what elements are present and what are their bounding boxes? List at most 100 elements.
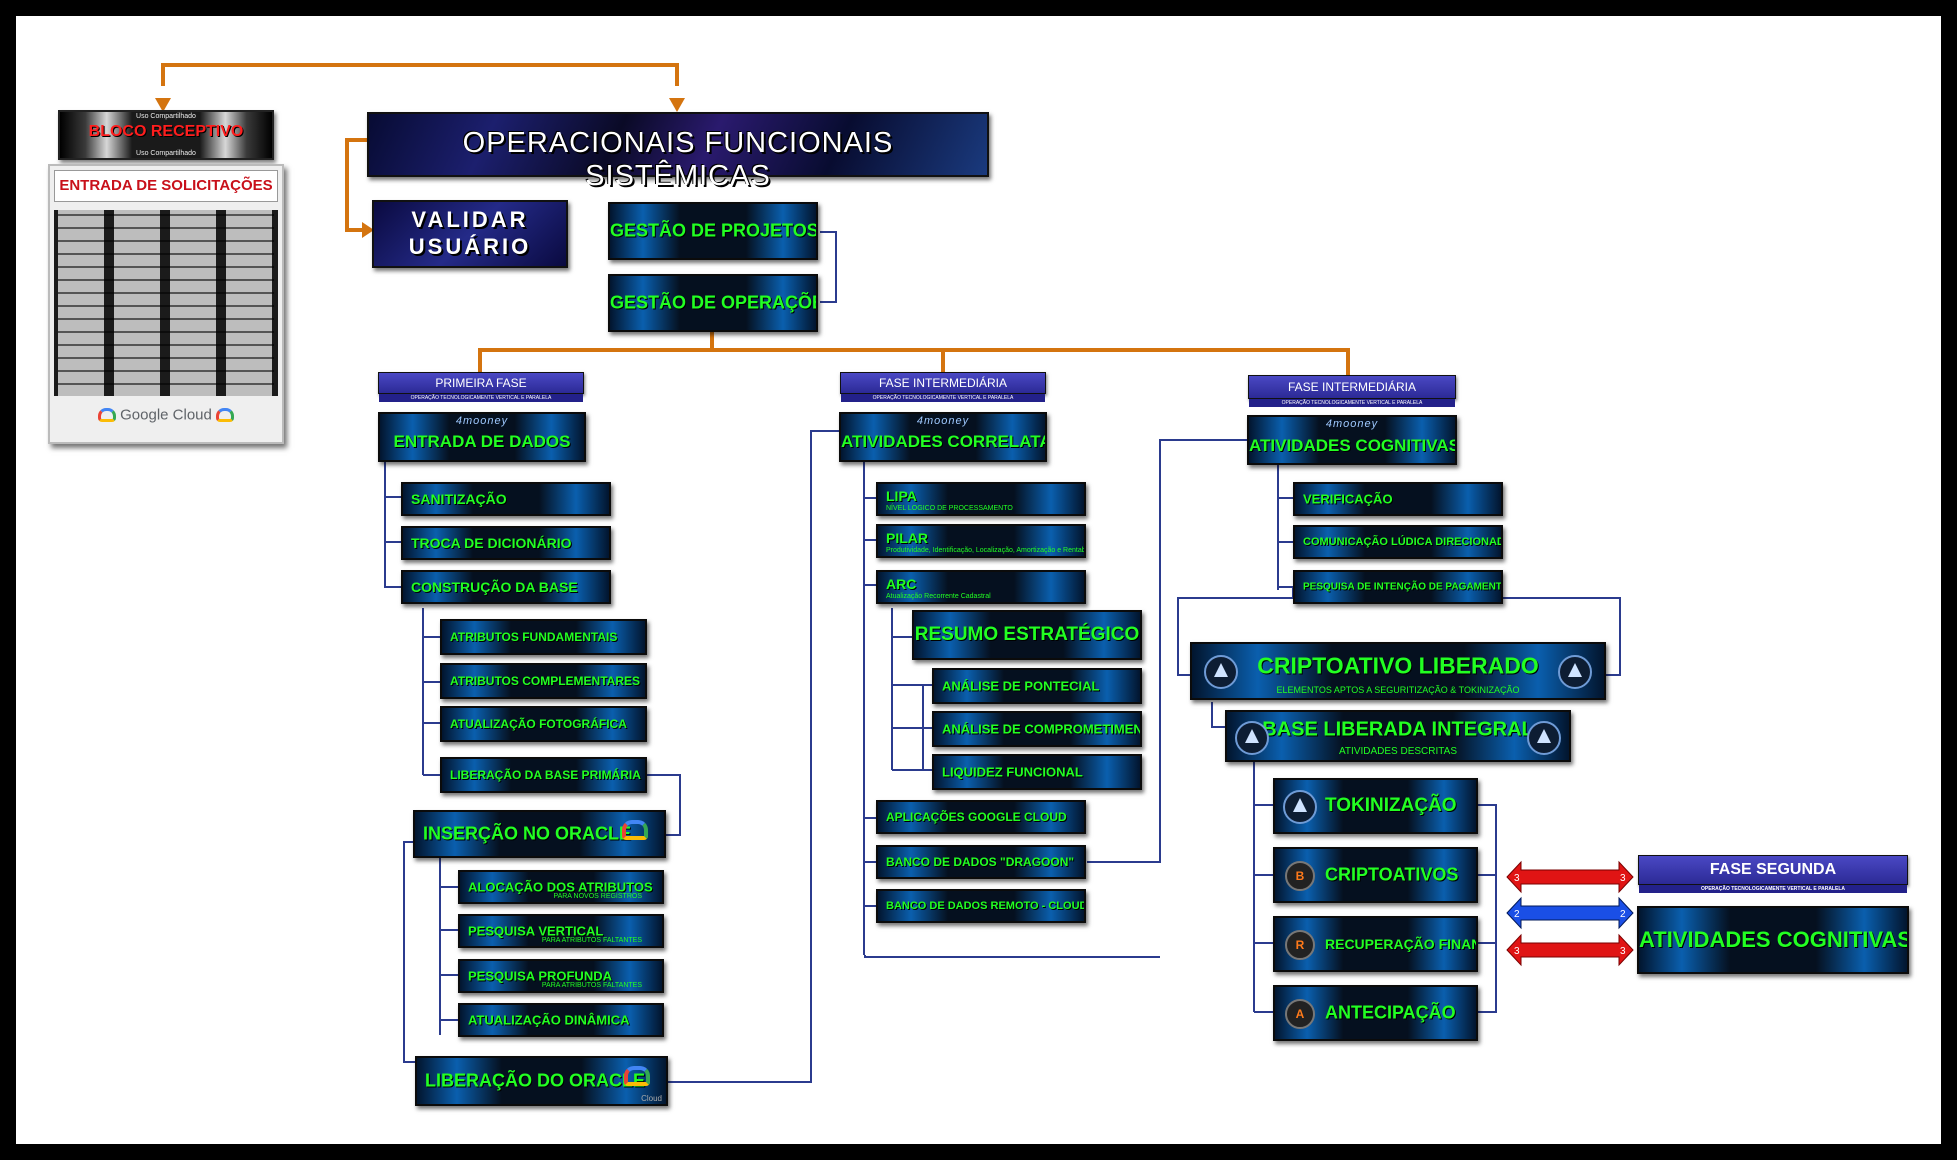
- col1-item-1: SANITIZAÇÃO: [401, 482, 611, 516]
- col3-head-label: ATIVIDADES COGNITIVAS: [1249, 435, 1457, 455]
- final-item-2: CRIPTOATIVOS B: [1273, 847, 1478, 903]
- oracle-cloud-icon: [622, 820, 648, 840]
- oracle-item-4: ATUALIZAÇÃO DINÂMICA: [458, 1003, 664, 1037]
- resumo-item-1-label: ANÁLISE DE PONTECIAL: [942, 678, 1100, 694]
- resumo-item-3: LIQUIDEZ FUNCIONAL: [932, 754, 1142, 790]
- arrow-number-2b: 2: [1620, 909, 1626, 920]
- col2-item-2-label: PILAR: [886, 530, 928, 546]
- col4-phase-header: FASE SEGUNDA OPERAÇÃO TECNOLOGICAMENTE V…: [1638, 855, 1908, 893]
- coin-r-icon: R: [1285, 930, 1315, 960]
- oracle-release-node: LIBERAÇÃO DO ORACLE Cloud: [415, 1056, 668, 1106]
- col1-item-3: CONSTRUÇÃO DA BASE: [401, 570, 611, 604]
- col3-phase-sub: OPERAÇÃO TECNOLOGICAMENTE VERTICAL E PAR…: [1249, 399, 1455, 407]
- oracle-release-label: LIBERAÇÃO DO ORACLE: [425, 1070, 645, 1091]
- col3-phase-header: FASE INTERMEDIÁRIA OPERAÇÃO TECNOLOGICAM…: [1248, 375, 1456, 407]
- validar-line-2: USUÁRIO: [408, 234, 532, 259]
- resumo-estrategico-node: RESUMO ESTRATÉGICO: [912, 610, 1142, 660]
- col2-item-2: PILAR Produtividade, Identificação, Loca…: [876, 524, 1086, 558]
- col2-item-3-note: Atualização Recorrente Cadastral: [886, 593, 991, 600]
- col1-sub-1-label: ATRIBUTOS FUNDAMENTAIS: [450, 630, 618, 644]
- main-title-banner: OPERACIONAIS FUNCIONAIS SISTÊMICAS: [367, 112, 989, 192]
- arrow-number-1b: 3: [1620, 873, 1626, 884]
- main-title-text: OPERACIONAIS FUNCIONAIS SISTÊMICAS: [462, 127, 894, 192]
- col2-item-1-label: LIPA: [886, 488, 917, 504]
- google-cloud-icon: [97, 407, 116, 422]
- final-item-2-label: CRIPTOATIVOS: [1325, 864, 1459, 885]
- col1-brand: 4mooney: [455, 415, 509, 427]
- criptoativo-liberado-sub: ELEMENTOS APTOS A SEGURITIZAÇÃO & TOKINI…: [1276, 685, 1520, 695]
- oracle-item-2-label: PESQUISA VERTICAL: [468, 923, 604, 939]
- arrow-blue-middle: 2 2: [1506, 896, 1634, 930]
- col1-sub-4-label: LIBERAÇÃO DA BASE PRIMÁRIA: [450, 768, 641, 782]
- validar-usuario-block: VALIDAR USUÁRIO: [372, 200, 568, 268]
- resumo-item-2: ANÁLISE DE COMPROMETIMENTO: [932, 711, 1142, 747]
- ethereum-icon: [1558, 655, 1592, 689]
- col3-brand: 4mooney: [1325, 418, 1379, 430]
- gestao-bracket: [820, 231, 837, 303]
- col4-head-label: ATIVIDADES COGNITIVAS: [1639, 927, 1909, 952]
- orange-validar-connector: [345, 138, 367, 232]
- db-item-3: BANCO DE DADOS REMOTO - CLOUD ORACLE: [876, 889, 1086, 923]
- oracle-item-1-note: PARA NOVOS REGISTROS: [553, 893, 642, 900]
- oracle-release-cloud-icon: [624, 1066, 650, 1086]
- oracle-item-4-label: ATUALIZAÇÃO DINÂMICA: [468, 1012, 630, 1028]
- gestao-operacoes-node: GESTÃO DE OPERAÇÕES: [608, 274, 818, 332]
- db-item-1: APLICAÇÕES GOOGLE CLOUD: [876, 800, 1086, 834]
- col3-item-2-label: COMUNICAÇÃO LÚDICA DIRECIONADA: [1303, 536, 1503, 548]
- criptoativo-liberado-title: CRIPTOATIVO LIBERADO: [1257, 652, 1539, 679]
- db-item-2: BANCO DE DADOS "DRAGOON": [876, 845, 1086, 879]
- col2-item-3-label: ARC: [886, 576, 917, 592]
- ethereum-icon: [1235, 721, 1269, 755]
- col2-head-label: ATIVIDADES CORRELATAS: [841, 431, 1047, 451]
- resumo-item-2-label: ANÁLISE DE COMPROMETIMENTO: [942, 721, 1142, 737]
- final-item-1: TOKINIZAÇÃO: [1273, 778, 1478, 834]
- col2-phase-label: FASE INTERMEDIÁRIA: [878, 376, 1008, 390]
- col3-phase-label: FASE INTERMEDIÁRIA: [1287, 380, 1417, 394]
- bloco-receptivo-card: Uso Compartilhado BLOCO RECEPTIVO Uso Co…: [58, 110, 274, 160]
- entrada-solicitacoes-panel: ENTRADA DE SOLICITAÇÕES Google Cloud: [48, 164, 284, 444]
- col4-phase-label: FASE SEGUNDA: [1709, 861, 1837, 878]
- col2-head-node: 4mooney ATIVIDADES CORRELATAS: [839, 412, 1047, 462]
- entrada-solicitacoes-title: ENTRADA DE SOLICITAÇÕES: [54, 170, 278, 202]
- col2-item-1-note: NÍVEL LOGICO DE PROCESSAMENTO: [886, 505, 1013, 512]
- col2-item-2-note: Produtividade, Identificação, Localizaçã…: [886, 547, 1086, 554]
- db-item-3-label: BANCO DE DADOS REMOTO - CLOUD ORACLE: [886, 900, 1086, 912]
- base-liberada-node: BASE LIBERADA INTEGRAL ATIVIDADES DESCRI…: [1225, 710, 1571, 762]
- col3-item-3: PESQUISA DE INTENÇÃO DE PAGAMENTO: [1293, 570, 1503, 604]
- resumo-estrategico-label: RESUMO ESTRATÉGICO: [914, 624, 1140, 645]
- col3-head-node: 4mooney ATIVIDADES COGNITIVAS: [1247, 415, 1457, 465]
- final-item-1-label: TOKINIZAÇÃO: [1325, 795, 1457, 816]
- ethereum-icon: [1204, 655, 1238, 689]
- validar-line-1: VALIDAR: [411, 207, 529, 232]
- db-item-2-label: BANCO DE DADOS "DRAGOON": [886, 855, 1075, 869]
- base-liberada-sub: ATIVIDADES DESCRITAS: [1339, 746, 1457, 757]
- base-liberada-title: BASE LIBERADA INTEGRAL: [1262, 718, 1534, 741]
- col1-head-label: ENTRADA DE DADOS: [393, 431, 571, 451]
- ethereum-icon: [1283, 790, 1317, 824]
- db-item-1-label: APLICAÇÕES GOOGLE CLOUD: [886, 810, 1067, 824]
- oracle-item-1: ALOCAÇÃO DOS ATRIBUTOS PARA NOVOS REGIST…: [458, 870, 664, 904]
- arrow-number-3b: 3: [1620, 946, 1626, 957]
- google-cloud-footer: Google Cloud: [50, 406, 282, 430]
- oracle-item-1-label: ALOCAÇÃO DOS ATRIBUTOS: [468, 879, 653, 895]
- col2-phase-sub: OPERAÇÃO TECNOLOGICAMENTE VERTICAL E PAR…: [841, 394, 1045, 402]
- google-cloud-label: Google Cloud: [120, 406, 212, 424]
- gestao-projetos-node: GESTÃO DE PROJETOS: [608, 202, 818, 260]
- col1-head-node: 4mooney ENTRADA DE DADOS: [378, 412, 586, 462]
- col3-item-1: VERIFICAÇÃO: [1293, 482, 1503, 516]
- gestao-operacoes-label: GESTÃO DE OPERAÇÕES: [610, 292, 818, 313]
- resumo-item-3-label: LIQUIDEZ FUNCIONAL: [942, 764, 1083, 780]
- col1-item-3-label: CONSTRUÇÃO DA BASE: [411, 579, 578, 595]
- col1-sub-3-label: ATUALIZAÇÃO FOTOGRÁFICA: [450, 717, 627, 731]
- col1-phase-header: PRIMEIRA FASE OPERAÇÃO TECNOLOGICAMENTE …: [378, 372, 584, 402]
- arrow-red-bottom: 3 3: [1506, 933, 1634, 967]
- oracle-insert-node: INSERÇÃO NO ORACLE: [413, 810, 666, 858]
- col4-head-node: ATIVIDADES COGNITIVAS: [1637, 906, 1909, 974]
- col1-item-2-label: TROCA DE DICIONÁRIO: [411, 535, 572, 551]
- oracle-item-3-label: PESQUISA PROFUNDA: [468, 968, 612, 984]
- col1-sub-1: ATRIBUTOS FUNDAMENTAIS: [440, 619, 647, 655]
- ethereum-icon: [1527, 721, 1561, 755]
- final-item-3-label: RECUPERAÇÃO FINANCEIRA: [1325, 936, 1478, 952]
- arrowhead-title: [669, 98, 685, 112]
